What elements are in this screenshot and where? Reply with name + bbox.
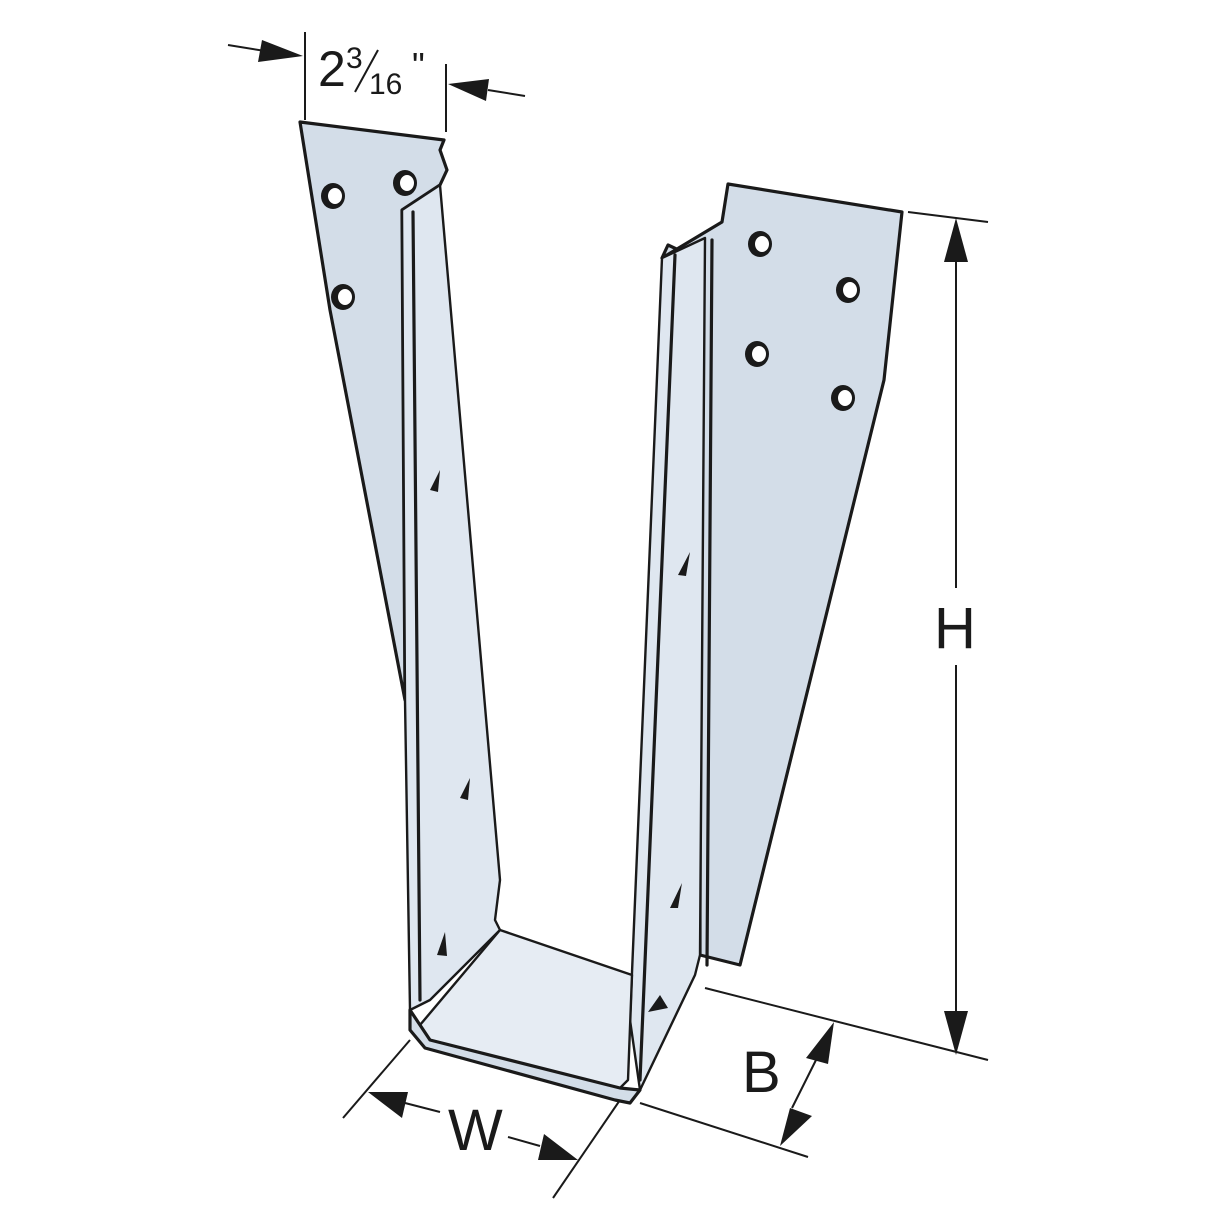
slot-icon [648,995,668,1012]
side-wall-slots [430,470,690,1012]
top-width-unit: " [412,45,425,86]
height-dimension: H [704,211,989,1061]
left-wall-fold-line [411,210,422,1002]
slot-icon [678,552,690,576]
top-width-numerator: 3 [346,42,363,75]
slot-icon [437,932,447,956]
bearing-label: B [742,1040,781,1105]
bearing-dimension: B [639,1022,834,1158]
arrow-left-icon [448,79,489,101]
right-side-wall [628,236,707,1092]
arrow-up-icon [806,1022,834,1064]
top-width-whole: 2 [318,41,346,97]
left-flange-nail-holes [321,170,417,310]
top-width-dimension: 2 3 16 " [227,32,526,132]
right-wall-inner-line [705,238,714,967]
height-label: H [934,596,976,661]
slot-icon [430,470,440,492]
seat-front-lip [408,1008,642,1105]
slot-icon [460,778,470,800]
right-flange-nail-holes [745,231,860,411]
top-width-denominator: 16 [369,68,402,101]
width-dimension: W [342,1039,621,1199]
arrow-down-icon [944,1011,968,1055]
arrow-down-icon [780,1108,812,1146]
arrow-left-icon [368,1092,408,1118]
arrow-up-icon [944,218,968,262]
right-wall-fold-line [638,253,677,1082]
slot-icon [670,883,682,908]
arrow-right-icon [538,1134,578,1160]
arrow-right-icon [258,40,303,62]
width-label: W [448,1098,503,1163]
